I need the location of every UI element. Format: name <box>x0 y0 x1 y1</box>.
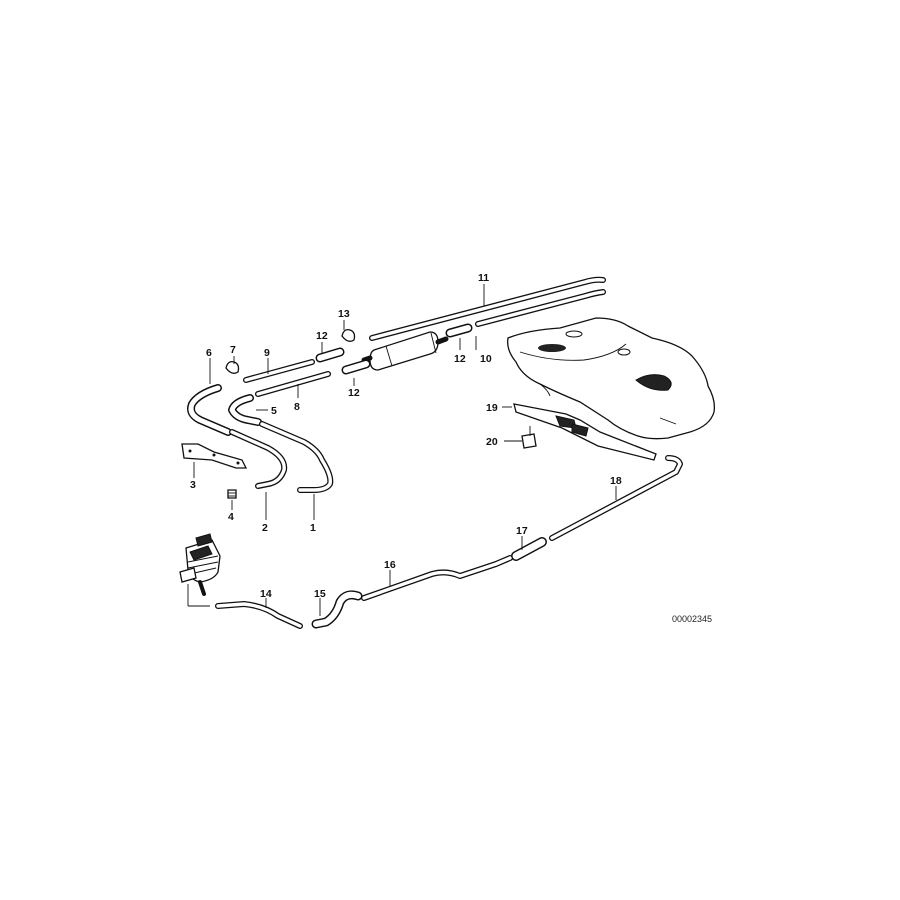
callout-19: 19 <box>486 402 498 414</box>
callout-7: 7 <box>230 344 236 356</box>
callout-15: 15 <box>314 588 326 600</box>
part-9-line[interactable] <box>243 359 315 383</box>
callout-2: 2 <box>262 522 268 534</box>
callout-14: 14 <box>260 588 272 600</box>
callout-16: 16 <box>384 559 396 571</box>
part-1-line[interactable] <box>259 421 334 493</box>
part-8-line[interactable] <box>255 371 331 397</box>
part-6-hose[interactable] <box>187 384 232 436</box>
part-4-screw[interactable] <box>227 489 237 499</box>
callout-18: 18 <box>610 475 622 487</box>
callout-6: 6 <box>206 347 212 359</box>
part-20-nut[interactable] <box>521 433 537 449</box>
callout-13: 13 <box>338 308 350 320</box>
part-11-fuel-lines[interactable] <box>369 276 606 341</box>
part-7-clip[interactable] <box>225 360 240 374</box>
callout-10: 10 <box>480 353 492 365</box>
part-12-hose-upper[interactable] <box>315 347 345 363</box>
part-12-hose-right[interactable] <box>445 323 473 338</box>
callout-9: 9 <box>264 347 270 359</box>
part-12-hose-lower[interactable] <box>341 359 371 375</box>
part-2-line[interactable] <box>229 429 288 489</box>
part-3-bracket[interactable] <box>181 443 248 469</box>
callout-11: 11 <box>478 272 489 284</box>
callout-12-upper: 12 <box>316 330 328 342</box>
callouts: 11 13 12 7 6 9 12 10 12 8 5 19 20 3 18 4… <box>190 272 712 624</box>
callout-3: 3 <box>190 479 196 491</box>
part-13-clip[interactable] <box>341 328 356 342</box>
part-18-line[interactable] <box>549 455 683 541</box>
callout-1: 1 <box>310 522 316 534</box>
part-5-hose[interactable] <box>228 394 262 426</box>
callout-5: 5 <box>271 405 277 417</box>
part-19-shield[interactable] <box>513 403 657 461</box>
callout-12-right: 12 <box>454 353 466 365</box>
fuel-tank[interactable] <box>507 317 716 440</box>
part-14-line[interactable] <box>215 601 303 629</box>
part-15-hose[interactable] <box>311 590 363 629</box>
valve-unit[interactable] <box>179 533 221 596</box>
callout-17: 17 <box>516 525 528 537</box>
part-17-hose[interactable] <box>511 537 547 561</box>
drawing-number: 00002345 <box>672 614 712 624</box>
callout-8: 8 <box>294 401 300 413</box>
callout-12-lower: 12 <box>348 387 360 399</box>
part-16-line[interactable] <box>361 555 513 601</box>
callout-4: 4 <box>228 511 234 523</box>
callout-20: 20 <box>486 436 498 448</box>
leader-lines <box>187 284 617 616</box>
